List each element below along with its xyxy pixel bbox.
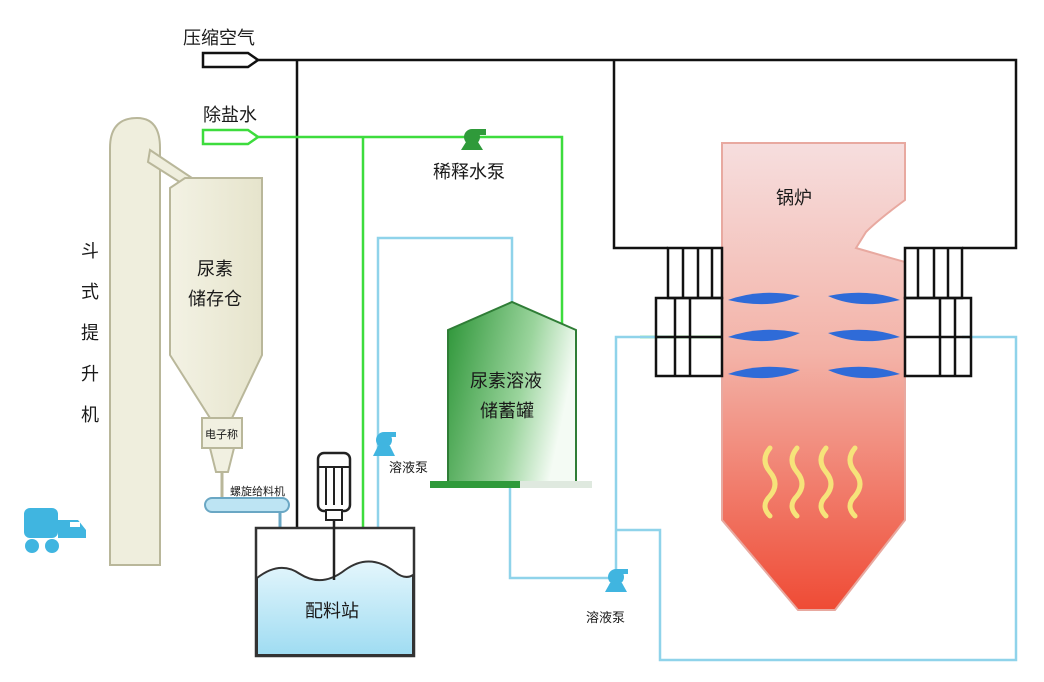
label-solution-pump-left: 溶液泵: [389, 461, 428, 476]
compressed-air-inlet: [201, 51, 261, 69]
label-screw-feeder: 螺旋给料机: [230, 484, 285, 498]
tank-base: [430, 481, 592, 488]
label-bucket-elevator: 斗 式 提 升 机: [81, 241, 99, 426]
urea-solution-tank: [447, 300, 577, 483]
label-compressed-air: 压缩空气: [183, 28, 255, 49]
label-mixing-station: 配料站: [305, 601, 359, 622]
compressed-air-lines: [252, 58, 1018, 582]
label-boiler: 锅炉: [776, 188, 812, 209]
agitator-motor-icon: [316, 451, 352, 580]
svg-text:式: 式: [81, 282, 99, 303]
svg-text:斗: 斗: [81, 241, 99, 262]
right-injection-ducts: [903, 246, 973, 378]
label-solution-pump-bottom: 溶液泵: [586, 611, 625, 626]
urea-silo: [169, 177, 263, 419]
label-urea-tank-1: 尿素溶液: [470, 371, 542, 392]
solution-pump-left-icon: [373, 432, 396, 456]
solution-pump-bottom-icon: [605, 569, 628, 592]
label-demin-water: 除盐水: [203, 105, 257, 126]
label-urea-silo-1: 尿素: [197, 259, 233, 280]
label-dilution-pump: 稀释水泵: [433, 162, 505, 183]
spray-nozzles: [728, 292, 900, 379]
demin-water-inlet: [201, 128, 261, 146]
svg-text:机: 机: [81, 405, 99, 426]
label-scale: 电子称: [205, 427, 238, 441]
svg-text:提: 提: [81, 323, 99, 344]
scale-outlet: [208, 447, 236, 473]
screw-feeder: [204, 497, 290, 513]
flame-icon: [762, 445, 863, 519]
dilution-pump-icon: [461, 129, 486, 150]
urea-truck-icon: [24, 508, 86, 553]
svg-text:升: 升: [81, 364, 99, 385]
label-urea-silo-2: 储存仓: [188, 289, 242, 310]
urea-solution-lines: [376, 236, 1018, 662]
bucket-elevator: [109, 116, 161, 566]
left-injection-ducts: [654, 246, 724, 378]
label-urea-tank-2: 储蓄罐: [480, 401, 534, 422]
electronic-scale: [201, 417, 243, 449]
